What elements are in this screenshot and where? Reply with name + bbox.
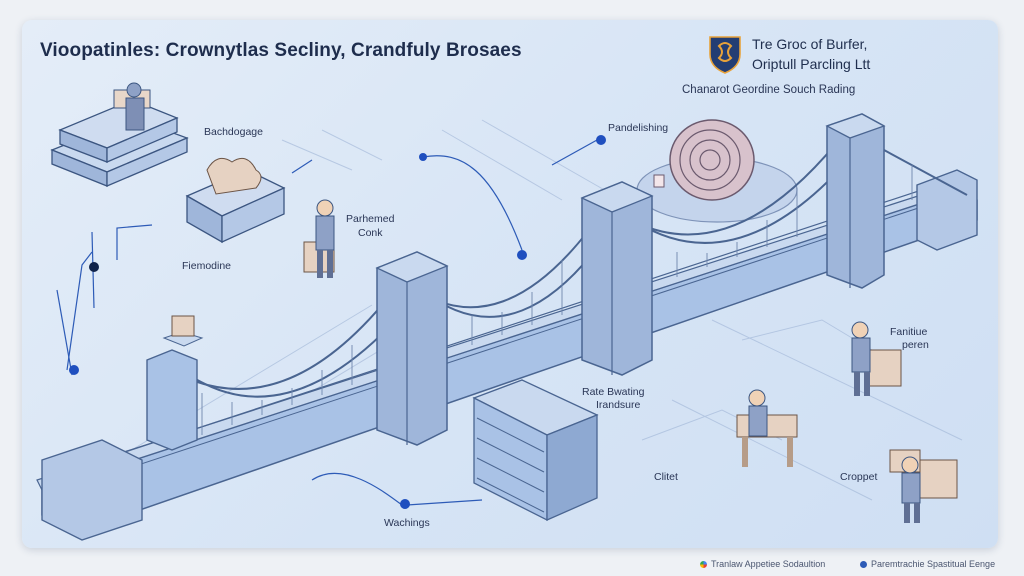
- label-rate-line2: Irandsure: [596, 399, 641, 411]
- air-device-illustration: [636, 119, 798, 223]
- brand-name-line1: Tre Groc of Burfer,: [752, 36, 868, 52]
- suspension-bridge: [36, 113, 978, 541]
- footer-credit-left: Tranlaw Appetiee Sodaultion: [700, 559, 825, 569]
- label-pandelishing: Pandelishing: [608, 122, 669, 134]
- worker-figure-illustration: [303, 199, 335, 278]
- worker-cart-illustration: [851, 321, 902, 396]
- label-fanitiue: Fanitiue: [890, 326, 928, 338]
- label-fiemodine: Fiemodine: [182, 260, 232, 272]
- cargo-platform-illustration: [185, 157, 286, 244]
- connector-nodes: [69, 135, 606, 509]
- illustration-card: Vioopatinles: Crownytlas Secliny, Crandf…: [22, 20, 998, 548]
- worker-boxes-illustration: [889, 449, 958, 523]
- label-wachings: Wachings: [384, 517, 430, 529]
- footer-dot-icon: [860, 561, 867, 569]
- label-conk: Conk: [358, 227, 383, 239]
- page-title: Vioopatinles: Crownytlas Secliny, Crandf…: [40, 40, 522, 61]
- worker-desk-illustration: [736, 389, 798, 467]
- subheading: Chanarot Geordine Souch Rading: [682, 84, 856, 96]
- label-rate-line1: Rate Bwating: [582, 386, 645, 398]
- brand-block: Tre Groc of Burfer, Oriptull Parcling Lt…: [708, 34, 988, 94]
- shield-logo-icon: [709, 36, 741, 74]
- connector-lines: [56, 139, 598, 506]
- storage-cabinet-illustration: [472, 379, 599, 522]
- label-croppet: Croppet: [840, 471, 878, 483]
- google-dot-icon: [700, 561, 707, 569]
- label-parhemed: Parhemed: [346, 213, 395, 225]
- scene-illustration: [36, 82, 978, 541]
- footer-right-text: Paremtrachie Spastitual Eenge: [871, 559, 996, 569]
- brand-name-line2: Oriptull Parcling Ltt: [752, 56, 871, 72]
- label-clitet: Clitet: [654, 471, 678, 483]
- label-bachdogage: Bachdogage: [204, 126, 263, 138]
- archive-stack-illustration: [50, 82, 189, 187]
- footer-credit-right: Paremtrachie Spastitual Eenge: [860, 559, 995, 569]
- label-peren: peren: [902, 339, 929, 351]
- footer-left-text: Tranlaw Appetiee Sodaultion: [711, 559, 826, 569]
